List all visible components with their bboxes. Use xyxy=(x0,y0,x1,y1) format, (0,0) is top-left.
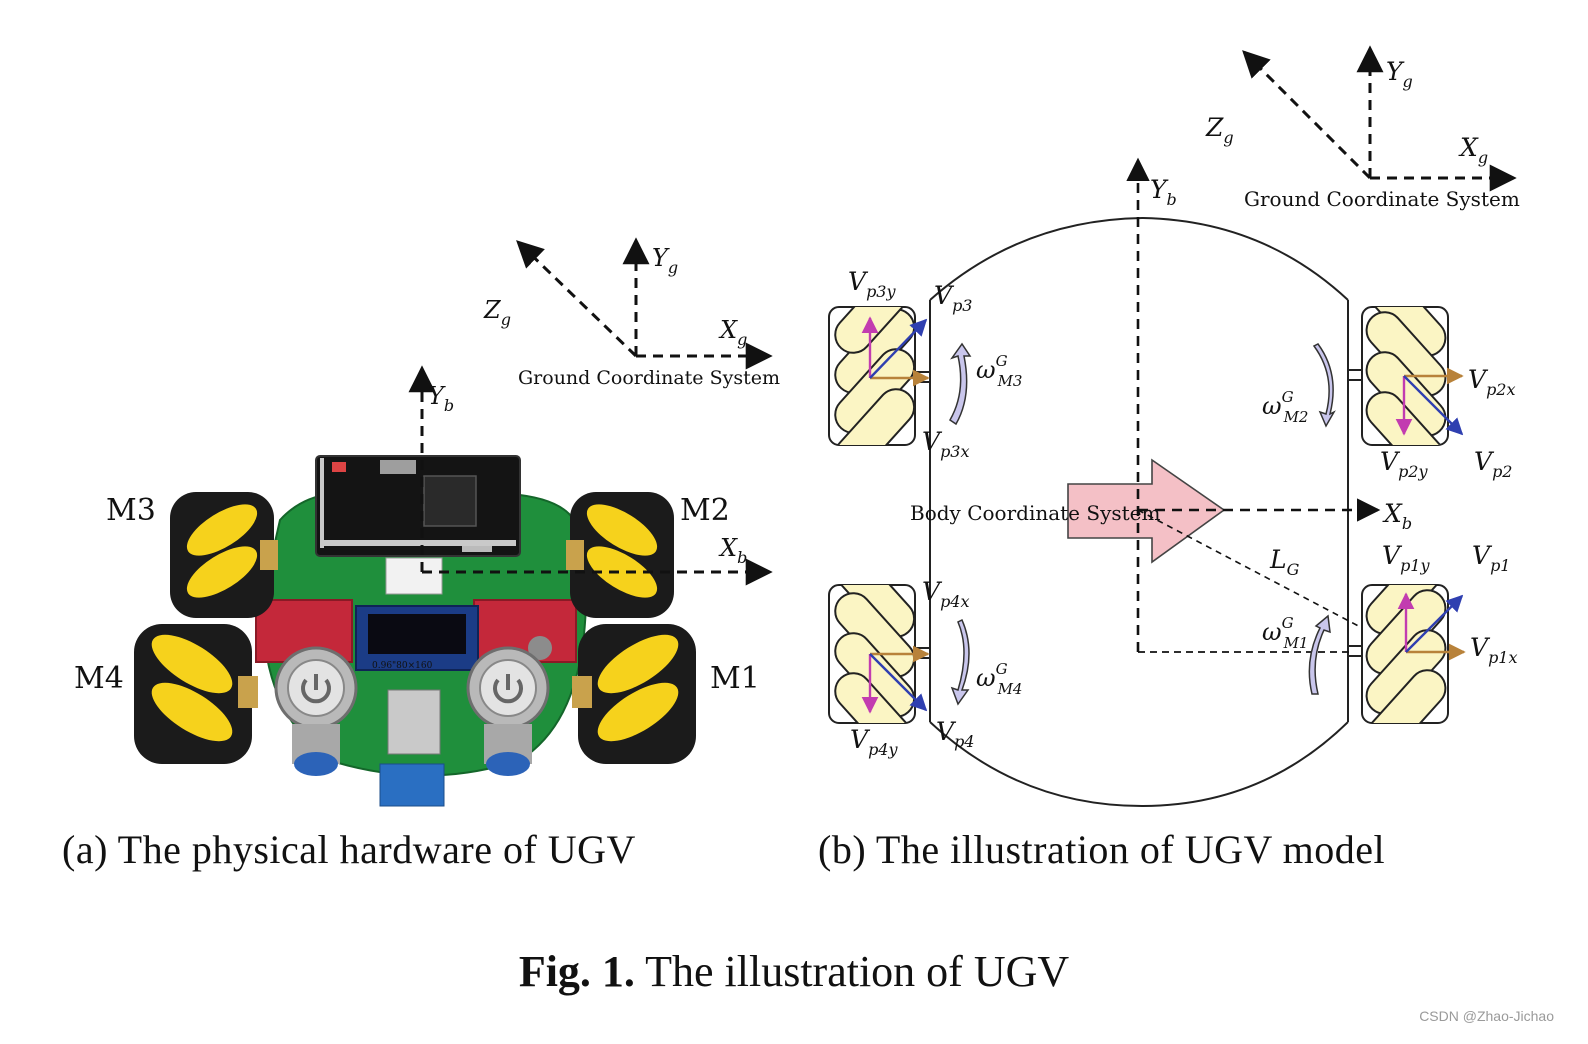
wheel-diagram-3 xyxy=(828,306,930,446)
panel-a-ground-axes: Xg Yg Zg Ground Coordinate System xyxy=(483,237,780,389)
panel-b-ground-axes: Xg Yg Zg Ground Coordinate System xyxy=(1205,45,1520,211)
omega-arrows xyxy=(949,342,1336,706)
svg-text:Yg: Yg xyxy=(1386,57,1413,91)
b-xg-label: X xyxy=(1458,133,1479,162)
lcd-label: 0.96"80×160 xyxy=(372,661,433,671)
figure-caption: Fig. 1. The illustration of UGV xyxy=(0,946,1588,997)
wheel-m4 xyxy=(134,624,258,764)
caption-panel-b: (b) The illustration of UGV model xyxy=(818,827,1386,872)
a-yb-label: Y xyxy=(428,382,446,410)
b-yg-label: Y xyxy=(1386,57,1405,86)
svg-text:Zg: Zg xyxy=(483,296,511,329)
push-button-right xyxy=(466,646,550,776)
vp3y-label: Vp3y xyxy=(848,267,896,301)
svg-text:Xb: Xb xyxy=(1382,499,1412,533)
robot-photo: 0.96"80×160 xyxy=(134,455,696,807)
figure-caption-text: The illustration of UGV xyxy=(634,947,1070,996)
vp1y-label: Vp1y xyxy=(1382,541,1430,575)
figure-caption-label: Fig. 1. xyxy=(518,947,635,996)
motor-label-m2: M2 xyxy=(680,493,730,528)
svg-text:Yg: Yg xyxy=(652,244,678,277)
vp4x-label: Vp4x xyxy=(922,577,970,611)
vp4-label: Vp4 xyxy=(936,717,974,751)
a-xb-label: X xyxy=(718,534,738,562)
b-ground-label: Ground Coordinate System xyxy=(1244,187,1520,211)
vp2y-label: Vp2y xyxy=(1380,447,1428,481)
push-button-left xyxy=(274,646,358,776)
panel-a-body-axes: Xb Yb xyxy=(408,365,773,586)
svg-text:LG: LG xyxy=(1269,545,1300,579)
lg-label: L xyxy=(1269,545,1287,574)
b-xb-label: X xyxy=(1382,499,1403,528)
b-zg-label: Z xyxy=(1205,113,1224,142)
vp3-label: Vp3 xyxy=(934,281,972,315)
panel-b-body-axes: Xb Yb LG xyxy=(1126,157,1412,653)
vp3x-label: Vp3x xyxy=(922,427,970,461)
vp2-label: Vp2 xyxy=(1474,447,1512,481)
a-xg-label: X xyxy=(718,316,738,344)
vp1x-label: Vp1x xyxy=(1470,633,1518,667)
body-coordinate-label: Body Coordinate System xyxy=(910,501,1161,525)
svg-text:Xb: Xb xyxy=(718,534,747,567)
vp2x-label: Vp2x xyxy=(1468,365,1516,399)
a-yg-label: Y xyxy=(652,244,670,272)
wheel-diagram-4 xyxy=(828,584,930,724)
motor-label-m4: M4 xyxy=(74,661,124,696)
svg-text:Yb: Yb xyxy=(1150,175,1177,209)
a-ground-label: Ground Coordinate System xyxy=(518,367,780,389)
svg-text:Xg: Xg xyxy=(718,316,747,349)
vp4y-label: Vp4y xyxy=(850,725,898,759)
wheel-m2 xyxy=(566,492,674,618)
wheel-diagram-1 xyxy=(1348,584,1466,724)
motor-label-m1: M1 xyxy=(710,661,760,696)
motor-label-m3: M3 xyxy=(106,493,156,528)
caption-panel-a: (a) The physical hardware of UGV xyxy=(62,827,636,872)
panel-b-model: Xg Yg Zg Ground Coordinate System Body C… xyxy=(828,45,1520,808)
svg-text:Yb: Yb xyxy=(428,382,454,415)
wheel-m1 xyxy=(572,624,696,764)
wheel-m3 xyxy=(170,492,278,618)
wheel-diagram-2 xyxy=(1348,306,1464,446)
watermark-credit: CSDN @Zhao-Jichao xyxy=(1419,1008,1554,1024)
a-zg-label: Z xyxy=(483,296,502,324)
svg-text:Xg: Xg xyxy=(1458,133,1488,167)
panel-a-hardware: Xg Yg Zg Ground Coordinate System xyxy=(74,237,780,807)
svg-text:Zg: Zg xyxy=(1205,113,1234,147)
vp1-label: Vp1 xyxy=(1472,541,1510,575)
b-yb-label: Y xyxy=(1150,175,1169,204)
